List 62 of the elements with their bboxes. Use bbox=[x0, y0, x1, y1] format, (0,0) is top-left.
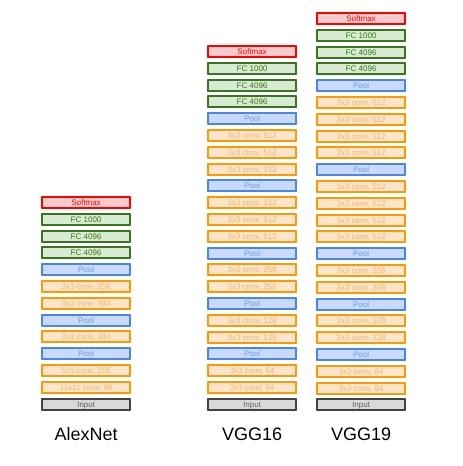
fc-layer: FC 1000 bbox=[207, 62, 297, 75]
conv-layer: 3x3 conv, 64 bbox=[316, 364, 406, 378]
conv-layer: 3x3 conv, 256 bbox=[316, 280, 406, 294]
conv-layer: 3x3 conv, 512 bbox=[207, 146, 297, 159]
conv-layer: 3x3 conv, 512 bbox=[316, 214, 406, 227]
conv-layer: 3x3 conv, 256 bbox=[316, 264, 406, 277]
conv-layer: 11x11 conv, 96 bbox=[41, 380, 131, 394]
conv-layer: 3x3 conv, 512 bbox=[316, 180, 406, 193]
fc-layer: FC 4096 bbox=[41, 246, 131, 260]
conv-layer: 3x3 conv, 512 bbox=[207, 129, 297, 142]
input-layer: Input bbox=[41, 398, 131, 411]
conv-layer: 3x3 conv, 384 bbox=[41, 330, 131, 344]
pool-layer: Pool bbox=[316, 79, 406, 92]
conv-layer: 3x3 conv, 512 bbox=[316, 196, 406, 210]
conv-layer: 3x3 conv, 128 bbox=[316, 314, 406, 328]
pool-layer: Pool bbox=[316, 163, 406, 176]
pool-layer: Pool bbox=[207, 297, 297, 310]
input-layer: Input bbox=[207, 398, 297, 411]
pool-layer: Pool bbox=[316, 348, 406, 361]
conv-layer: 3x3 conv, 128 bbox=[207, 330, 297, 344]
conv-layer: 3x3 conv, 64 bbox=[316, 382, 406, 395]
fc-layer: FC 4096 bbox=[207, 95, 297, 108]
pool-layer: Pool bbox=[41, 347, 131, 360]
conv-layer: 3x3 conv, 512 bbox=[207, 196, 297, 210]
conv-layer: 3x3 conv, 512 bbox=[316, 130, 406, 143]
conv-layer: 5x5 conv, 256 bbox=[41, 364, 131, 377]
pool-layer: Pool bbox=[207, 179, 297, 192]
fc-layer: FC 1000 bbox=[316, 28, 406, 42]
conv-layer: 3x3 conv, 512 bbox=[316, 230, 406, 244]
conv-layer: 3x3 conv, 128 bbox=[207, 314, 297, 327]
fc-layer: FC 4096 bbox=[41, 230, 131, 243]
network-name: AlexNet bbox=[54, 424, 118, 444]
input-layer: Input bbox=[316, 398, 406, 412]
softmax-layer: Softmax bbox=[41, 196, 131, 209]
fc-layer: FC 1000 bbox=[41, 212, 131, 226]
pool-layer: Pool bbox=[41, 314, 131, 327]
conv-layer: 3x3 conv, 256 bbox=[207, 280, 297, 294]
pool-layer: Pool bbox=[316, 298, 406, 311]
conv-layer: 3x3 conv, 512 bbox=[316, 146, 406, 160]
network-name: VGG16 bbox=[222, 424, 282, 444]
conv-layer: 3x3 conv, 512 bbox=[207, 213, 297, 226]
conv-layer: 3x3 conv, 128 bbox=[316, 331, 406, 344]
conv-layer: 3x3 conv, 512 bbox=[316, 112, 406, 126]
conv-layer: 3x3 conv, 256 bbox=[207, 263, 297, 276]
pool-layer: Pool bbox=[207, 347, 297, 360]
conv-layer: 3x3 conv, 512 bbox=[207, 230, 297, 243]
conv-layer: 3x3 conv, 64 bbox=[207, 364, 297, 378]
softmax-layer: Softmax bbox=[316, 12, 406, 25]
fc-layer: FC 4096 bbox=[316, 62, 406, 76]
conv-layer: 3x3 conv, 512 bbox=[207, 162, 297, 176]
fc-layer: FC 4096 bbox=[316, 46, 406, 59]
conv-layer: 3x3 conv, 64 bbox=[207, 381, 297, 394]
softmax-layer: Softmax bbox=[207, 45, 297, 58]
pool-layer: Pool bbox=[41, 263, 131, 276]
conv-layer: 3x3 conv, 512 bbox=[316, 96, 406, 109]
pool-layer: Pool bbox=[207, 112, 297, 126]
fc-layer: FC 4096 bbox=[207, 78, 297, 92]
network-name: VGG19 bbox=[330, 424, 392, 444]
pool-layer: Pool bbox=[207, 246, 297, 260]
pool-layer: Pool bbox=[316, 247, 406, 260]
conv-layer: 3x3 conv, 256 bbox=[41, 280, 131, 293]
conv-layer: 3x3 conv, 384 bbox=[41, 296, 131, 310]
